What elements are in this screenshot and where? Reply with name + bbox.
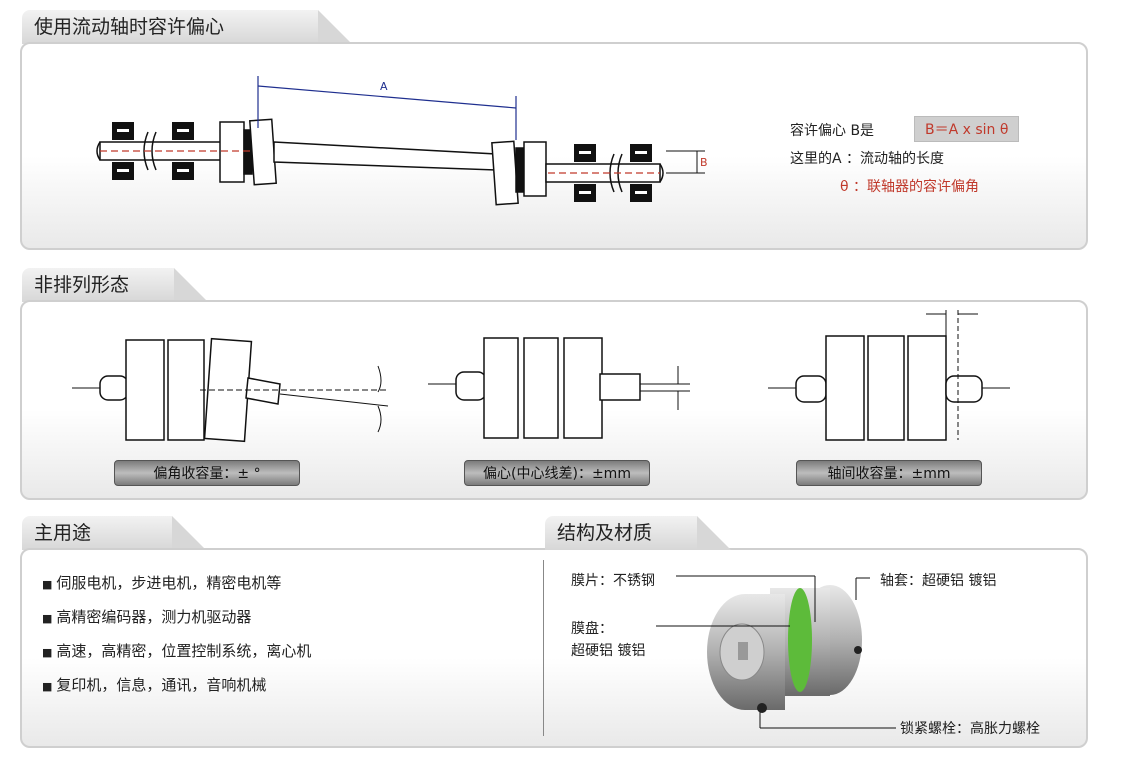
section-title-text: 使用流动轴时容许偏心 (34, 16, 225, 38)
section-title-text: 非排列形态 (34, 274, 130, 296)
definition-theta: θ ：联轴器的容许偏角 (840, 179, 980, 195)
formula-box: B＝A x sin θ (914, 116, 1020, 142)
eccentricity-panel (20, 42, 1088, 250)
label-diaphragm: 膜片：不锈钢 (571, 573, 655, 589)
panel-divider (543, 560, 544, 736)
section-title-eccentricity: 使用流动轴时容许偏心 (22, 10, 352, 44)
dimension-b (666, 150, 705, 174)
label-hub-material: 超硬铝 镀铝 (571, 643, 646, 659)
list-item: 高速，高精密，位置控制系统，离心机 (42, 640, 311, 661)
definition-a: 这里的A ：流动轴的长度 (790, 151, 945, 167)
angular-misalignment-diagram (72, 337, 389, 443)
lock-screw (757, 703, 767, 713)
section-title-text: 结构及材质 (557, 522, 653, 544)
center-lines (100, 150, 660, 174)
offset-tolerance-pill: 偏心(中心线差)：±mm (464, 460, 650, 486)
label-hub: 膜盘： (571, 621, 613, 637)
parallel-misalignment-diagram (428, 337, 690, 439)
section-title-applications: 主用途 (22, 516, 206, 550)
green-diaphragm (788, 588, 812, 692)
left-coupling (219, 118, 278, 186)
label-b: B (700, 156, 708, 169)
applications-list: 伺服电机，步进电机，精密电机等 高精密编码器，测力机驱动器 高速，高精密，位置控… (42, 572, 311, 708)
dimension-a (257, 76, 517, 140)
angular-tolerance-pill: 偏角收容量：± ° (114, 460, 300, 486)
section-title-structure: 结构及材质 (545, 516, 731, 550)
list-item: 高精密编码器，测力机驱动器 (42, 606, 311, 627)
list-item: 复印机，信息，通讯，音响机械 (42, 674, 311, 695)
label-a: A (380, 80, 388, 93)
leader-lines (656, 575, 896, 729)
allow-text: 容许偏心 B是 (790, 123, 875, 139)
right-coupling (491, 140, 547, 206)
section-title-text: 主用途 (34, 522, 92, 544)
label-sleeve: 轴套：超硬铝 镀铝 (880, 573, 997, 589)
list-item: 伺服电机，步进电机，精密电机等 (42, 572, 311, 593)
axial-misalignment-diagram (768, 310, 1010, 441)
axial-tolerance-pill: 轴间收容量：±mm (796, 460, 982, 486)
coupling-body (707, 585, 862, 713)
section-title-misalignment: 非排列形态 (22, 268, 208, 302)
label-screw: 锁紧螺栓：高胀力螺栓 (900, 721, 1040, 737)
